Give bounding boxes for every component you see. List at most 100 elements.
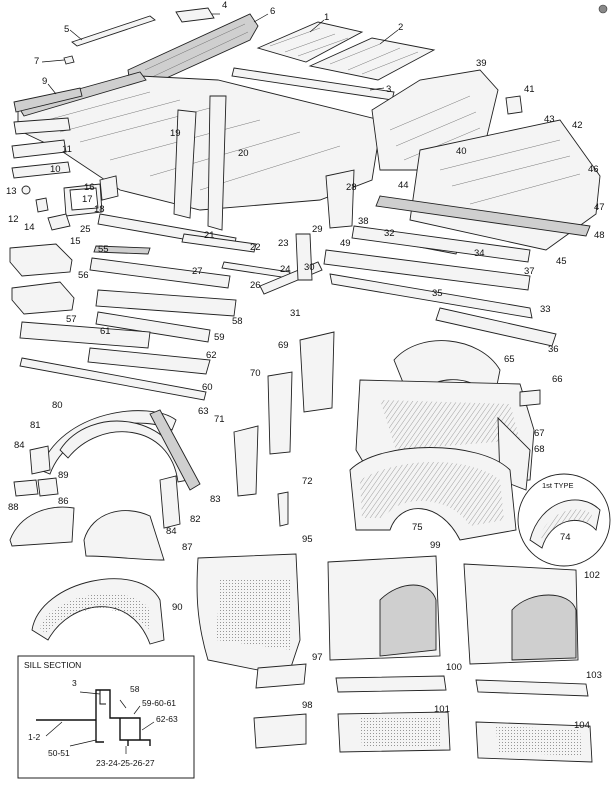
part-label: 49	[340, 238, 351, 249]
part-label: 42	[572, 120, 583, 131]
part-label: 84	[14, 440, 25, 451]
part-label: 29	[312, 224, 323, 235]
part-label: 1	[324, 12, 329, 23]
part-label: 4	[222, 0, 227, 11]
part-label: 28	[346, 182, 357, 193]
part-label: 87	[182, 542, 193, 553]
part-label: 21	[204, 230, 215, 241]
part-label: 95	[302, 534, 313, 545]
inset-label-1-2: 1-2	[28, 732, 41, 742]
part-label: 88	[8, 502, 19, 513]
part-label: 80	[52, 400, 63, 411]
part-label: 43	[544, 114, 555, 125]
part-label: 38	[358, 216, 369, 227]
part-label: 56	[78, 270, 89, 281]
part-label: 90	[172, 602, 183, 613]
part-label: 71	[214, 414, 225, 425]
part-label: 25	[80, 224, 91, 235]
part-label: 55	[98, 244, 109, 255]
part-label: 46	[588, 164, 599, 175]
inset-title: SILL SECTION	[24, 660, 81, 670]
part-label: 45	[556, 256, 567, 267]
part-label: 20	[238, 148, 249, 159]
detail-circle-title: 1st TYPE	[542, 481, 574, 490]
part-label: 47	[594, 202, 605, 213]
part-drawings	[9, 7, 611, 763]
part-label: 65	[504, 354, 515, 365]
part-label: 7	[34, 56, 39, 67]
part-label: 3	[386, 84, 391, 95]
part-label: 32	[384, 228, 395, 239]
part-label: 60	[202, 382, 213, 393]
part-label: 97	[312, 652, 323, 663]
part-label: 62	[206, 350, 217, 361]
part-label: 36	[548, 344, 559, 355]
part-label: 101	[434, 704, 450, 715]
part-label: 89	[58, 470, 69, 481]
part-label: 13	[6, 186, 17, 197]
part-label: 59	[214, 332, 225, 343]
part-label: 48	[594, 230, 605, 241]
part-label: 18	[94, 204, 105, 215]
part-label: 69	[278, 340, 289, 351]
part-label: 30	[304, 262, 315, 273]
part-label: 22	[250, 242, 261, 253]
sill-section-inset: SILL SECTION 3 58 59-60-61 62-63 1-2 50-…	[17, 655, 195, 779]
part-label: 67	[534, 428, 545, 439]
part-label: 39	[476, 58, 487, 69]
part-label: 19	[170, 128, 181, 139]
corner-mark-icon	[598, 4, 608, 14]
part-label: 81	[30, 420, 41, 431]
part-label: 82	[190, 514, 201, 525]
part-label: 37	[524, 266, 535, 277]
part-label: 99	[430, 540, 441, 551]
part-label: 98	[302, 700, 313, 711]
part-label: 2	[398, 22, 403, 33]
part-label: 12	[8, 214, 19, 225]
part-label: 31	[290, 308, 301, 319]
part-label: 10	[50, 164, 61, 175]
part-label: 103	[586, 670, 602, 681]
part-label: 83	[210, 494, 221, 505]
part-label: 5	[64, 24, 69, 35]
part-label: 57	[66, 314, 77, 325]
part-label: 100	[446, 662, 462, 673]
part-label: 86	[58, 496, 69, 507]
part-number-labels: 4 5 6 7 1 2 3 9 10 11 12 13 14 15 16 17 …	[6, 0, 605, 731]
part-label: 14	[24, 222, 35, 233]
part-label: 41	[524, 84, 535, 95]
detail-circle-number: 74	[560, 532, 571, 543]
inset-label-58: 58	[130, 684, 140, 694]
part-label: 26	[250, 280, 261, 291]
part-label: 70	[250, 368, 261, 379]
part-label: 104	[574, 720, 590, 731]
part-label: 27	[192, 266, 203, 277]
part-label: 24	[280, 264, 291, 275]
part-label: 61	[100, 326, 111, 337]
part-label: 33	[540, 304, 551, 315]
part-label: 72	[302, 476, 313, 487]
part-label: 44	[398, 180, 409, 191]
inset-label-62-63: 62-63	[156, 714, 178, 724]
part-label: 68	[534, 444, 545, 455]
part-label: 16	[84, 182, 95, 193]
part-label: 17	[82, 194, 93, 205]
inset-label-23-27: 23-24-25-26-27	[96, 758, 155, 768]
part-label: 102	[584, 570, 600, 581]
part-label: 34	[474, 248, 485, 259]
part-label: 40	[456, 146, 467, 157]
part-label: 35	[432, 288, 443, 299]
part-label: 63	[198, 406, 209, 417]
part-label: 58	[232, 316, 243, 327]
part-label: 6	[270, 6, 275, 17]
part-label: 84	[166, 526, 177, 537]
part-label: 15	[70, 236, 81, 247]
inset-label-59-61: 59-60-61	[142, 698, 176, 708]
part-label: 66	[552, 374, 563, 385]
part-label: 23	[278, 238, 289, 249]
part-label: 11	[62, 144, 72, 155]
part-label: 9	[42, 76, 47, 87]
part-label: 75	[412, 522, 423, 533]
inset-label-3: 3	[72, 678, 77, 688]
